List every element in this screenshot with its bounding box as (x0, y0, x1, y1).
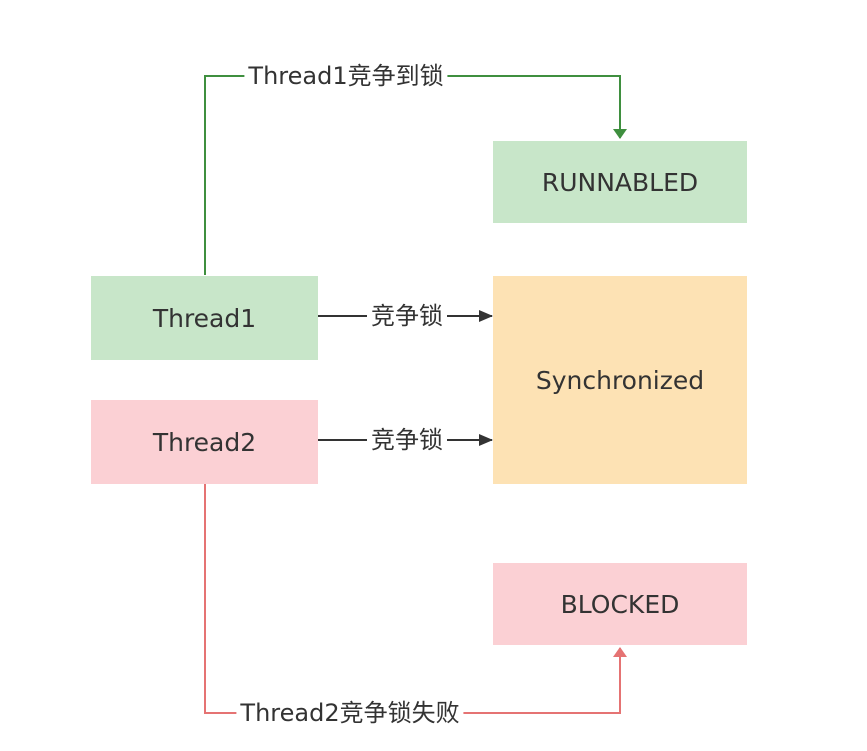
edge-label-thread2-failed: Thread2竞争锁失败 (236, 698, 464, 728)
edge-label-thread2-compete: 竞争锁 (367, 425, 447, 455)
edge-label-thread1-acquired: Thread1竞争到锁 (244, 61, 448, 91)
edge-label-thread1-compete: 竞争锁 (367, 301, 447, 331)
node-thread1: Thread1 (91, 276, 318, 360)
node-runnabled: RUNNABLED (493, 141, 747, 223)
node-synchronized: Synchronized (493, 276, 747, 484)
node-thread2: Thread2 (91, 400, 318, 484)
node-blocked: BLOCKED (493, 563, 747, 645)
